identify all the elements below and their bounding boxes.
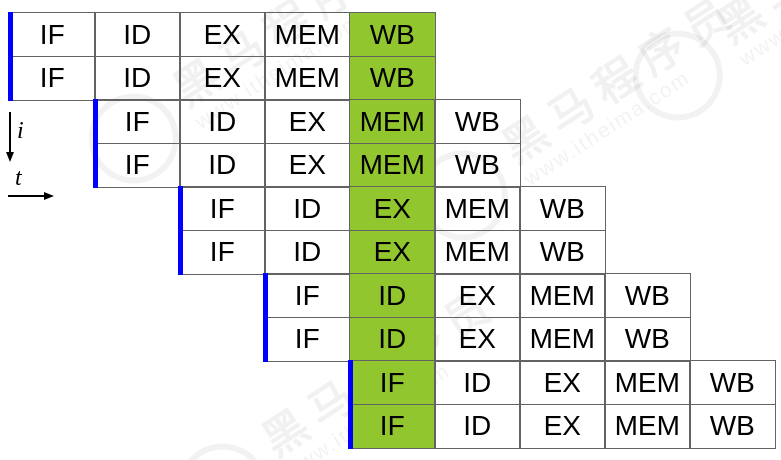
pipeline-cell: MEM [519, 316, 606, 362]
pipeline-cell: EX [349, 229, 436, 275]
pipeline-cell: IF [179, 229, 266, 275]
pipeline-cell: IF [94, 142, 181, 188]
pipeline-cell: EX [264, 142, 351, 188]
pipeline-cell: EX [264, 99, 351, 144]
pipeline-cell: WB [349, 12, 436, 57]
pipeline-cell: WB [349, 55, 436, 101]
pipeline-cell: ID [434, 403, 521, 449]
pipeline-cell: MEM [519, 273, 606, 318]
pipeline-cell: IF [349, 360, 436, 405]
pipeline-cell: IF [349, 403, 436, 449]
pipeline-cell: IF [9, 55, 96, 101]
pipeline-cell: WB [604, 273, 691, 318]
pipeline-cell: ID [179, 99, 266, 144]
pipeline-cell: EX [434, 316, 521, 362]
pipeline-cell: MEM [604, 360, 691, 405]
pipeline-cell: WB [434, 99, 521, 144]
pipeline-cell: ID [264, 229, 351, 275]
pipeline-cell: ID [349, 316, 436, 362]
pipeline-cell: WB [519, 229, 606, 275]
pipeline-cell: MEM [264, 55, 351, 101]
pipeline-cell: MEM [434, 186, 521, 231]
pipeline-cell: EX [434, 273, 521, 318]
instruction-issue-marker [348, 360, 353, 449]
pipeline-cell: WB [434, 142, 521, 188]
pipeline-cell: MEM [349, 142, 436, 188]
pipeline-cell: EX [179, 12, 266, 57]
pipeline-cell: MEM [264, 12, 351, 57]
instruction-issue-marker [178, 186, 183, 275]
pipeline-cell: WB [604, 316, 691, 362]
pipeline-cell: ID [179, 142, 266, 188]
pipeline-cell: EX [519, 360, 606, 405]
pipeline-cell: ID [94, 55, 181, 101]
pipeline-cell: WB [689, 403, 776, 449]
pipeline-cell: EX [179, 55, 266, 101]
pipeline-cell: MEM [434, 229, 521, 275]
instruction-issue-marker [263, 273, 268, 362]
pipeline-cell: ID [94, 12, 181, 57]
pipeline-cell: EX [349, 186, 436, 231]
instruction-issue-marker [8, 12, 13, 101]
pipeline-cell: ID [264, 186, 351, 231]
pipeline-cell: WB [689, 360, 776, 405]
pipeline-cell: MEM [349, 99, 436, 144]
pipeline-cell: ID [434, 360, 521, 405]
pipeline-cell: IF [264, 316, 351, 362]
pipeline-cell: EX [519, 403, 606, 449]
pipeline-cell: IF [9, 12, 96, 57]
pipeline-cell: IF [264, 273, 351, 318]
instruction-issue-marker [93, 99, 98, 188]
pipeline-cell: ID [349, 273, 436, 318]
pipeline-cell: IF [94, 99, 181, 144]
pipeline-cell: MEM [604, 403, 691, 449]
pipeline-cell: IF [179, 186, 266, 231]
pipeline-cell: WB [519, 186, 606, 231]
